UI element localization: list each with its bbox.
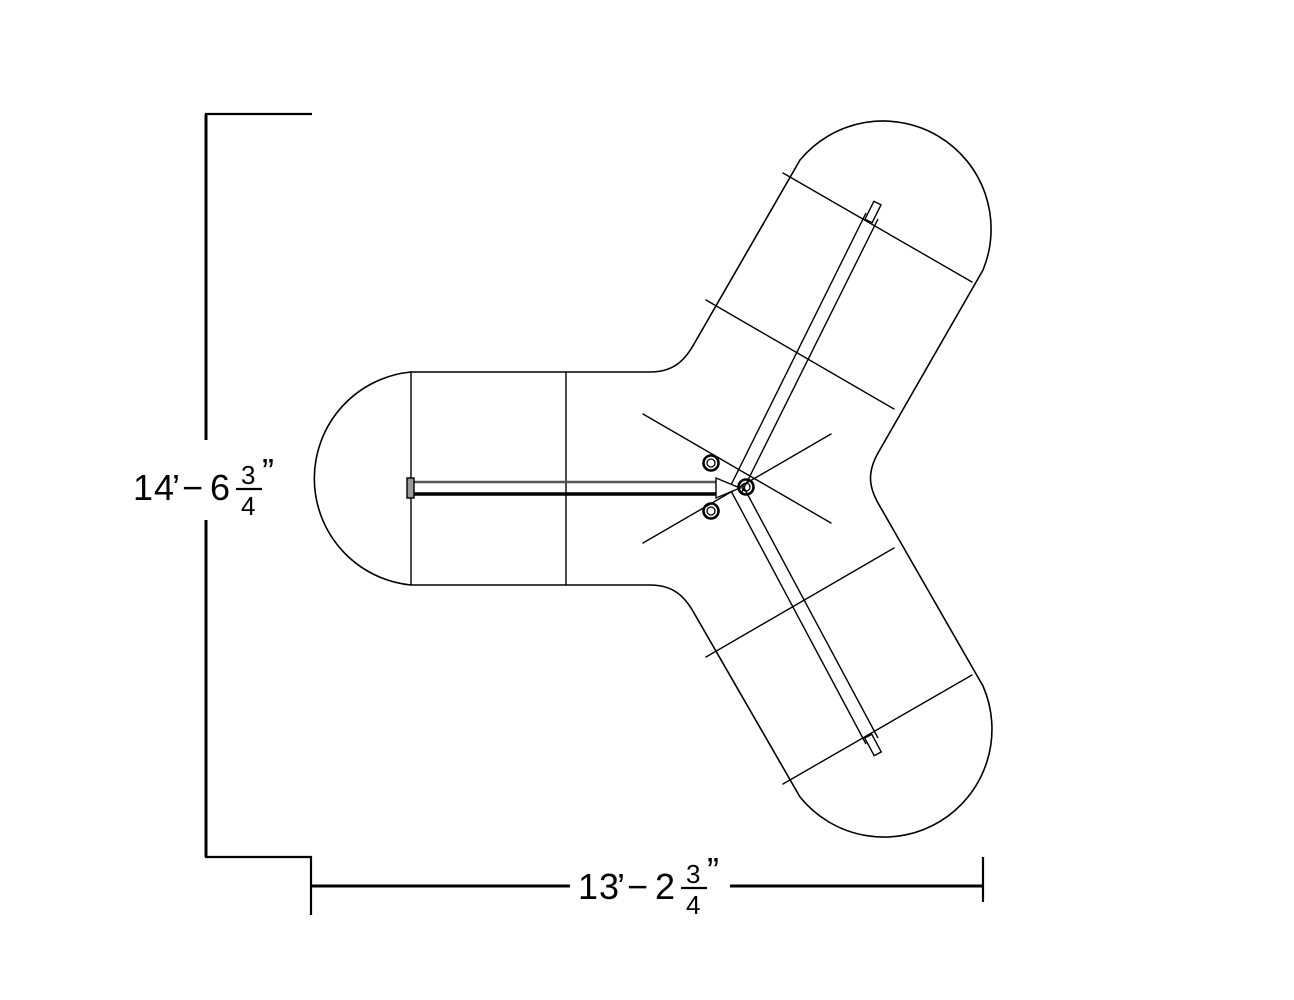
horizontal-dimension-fraction-numerator: 3 bbox=[686, 859, 700, 889]
vertical-dimension-foot-mark: ’ bbox=[172, 467, 181, 508]
lower-right-arm-seam-2 bbox=[705, 547, 895, 658]
hub-fitting-bottom bbox=[702, 502, 720, 520]
hub-fitting-bottom-inner-ring bbox=[706, 506, 716, 516]
horizontal-dimension-inches-whole: 2 bbox=[655, 866, 676, 907]
hub-fitting-right bbox=[737, 478, 755, 496]
upper-right-rail-edge-a bbox=[729, 212, 867, 488]
upper-right-arm-seams bbox=[642, 172, 973, 524]
hub-fitting-right-inner-ring bbox=[741, 482, 751, 492]
horizontal-dimension-inch-mark: ” bbox=[707, 850, 720, 891]
lower-right-rail-edge-a bbox=[729, 488, 867, 745]
center-hub bbox=[702, 454, 755, 520]
left-rail bbox=[406, 477, 716, 499]
hub-center-wedge bbox=[715, 476, 742, 500]
horizontal-dimension-label: 13 ’ − 2 3 4 ” bbox=[578, 850, 720, 920]
horizontal-dimension-separator: − bbox=[627, 866, 649, 907]
horizontal-dimension: 13 ’ − 2 3 4 ” bbox=[309, 850, 985, 920]
vertical-dimension-fraction-denominator: 4 bbox=[241, 491, 255, 521]
vertical-dimension-feet: 14 bbox=[133, 467, 175, 508]
vertical-dimension-inches-whole: 6 bbox=[210, 467, 231, 508]
hub-fitting-top-inner-ring bbox=[706, 458, 716, 468]
left-arm-seams bbox=[410, 371, 567, 586]
upper-right-arm-seam-3 bbox=[642, 413, 832, 524]
upper-right-rail-end-cap bbox=[864, 200, 882, 224]
horizontal-dimension-foot-mark: ’ bbox=[617, 866, 626, 907]
left-rail-end-cap bbox=[406, 477, 415, 499]
hub-fitting-top-outer-ring bbox=[702, 454, 720, 472]
lower-right-rail-edge-b bbox=[741, 483, 879, 739]
lower-right-arm-seam-1 bbox=[782, 674, 973, 785]
vertical-dimension-fraction-numerator: 3 bbox=[241, 460, 255, 490]
body-outline-path bbox=[313, 120, 993, 838]
structure-outline bbox=[313, 120, 993, 838]
lower-right-rail-end-cap bbox=[863, 733, 883, 757]
vertical-dimension-inch-mark: ” bbox=[262, 451, 275, 492]
hub-fitting-right-outer-ring bbox=[737, 478, 755, 496]
vertical-dimension: 14 ’ − 6 3 4 ” bbox=[133, 112, 312, 859]
lower-right-rail bbox=[729, 483, 883, 757]
upper-right-rail bbox=[729, 200, 882, 493]
horizontal-dimension-feet: 13 bbox=[578, 866, 620, 907]
upper-right-rail-edge-b bbox=[741, 218, 879, 493]
vertical-dimension-label: 14 ’ − 6 3 4 ” bbox=[133, 451, 275, 521]
upper-right-arm-seam-2 bbox=[705, 299, 895, 410]
upper-right-arm-seam-1 bbox=[782, 172, 973, 283]
horizontal-dimension-fraction-denominator: 4 bbox=[686, 890, 700, 920]
vertical-dimension-separator: − bbox=[182, 467, 204, 508]
hub-fitting-bottom-outer-ring bbox=[702, 502, 720, 520]
hub-fitting-top bbox=[702, 454, 720, 472]
